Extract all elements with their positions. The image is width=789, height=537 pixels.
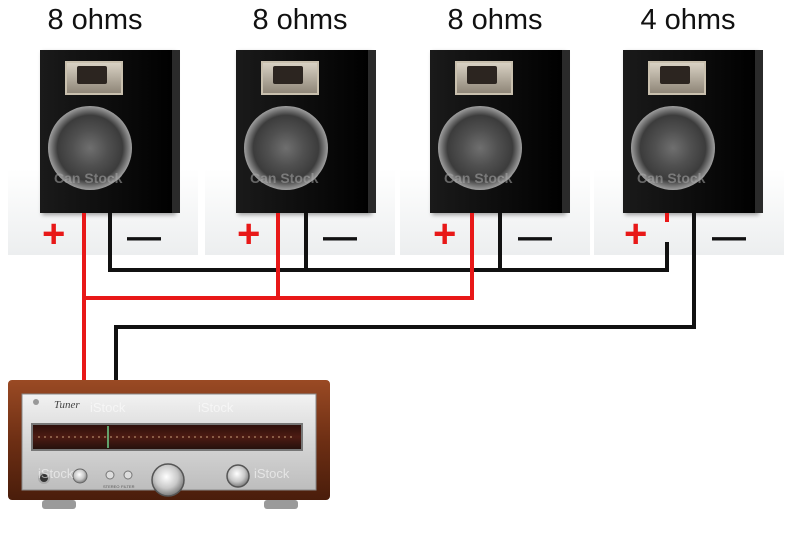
amp-watermark-3: iStock [38, 466, 74, 481]
speaker-4-impedance-label: 4 ohms [640, 4, 736, 36]
amp-tuning-dial [31, 423, 303, 451]
amp-foot-right [264, 500, 298, 509]
speaker-2-watermark: Can Stock [250, 170, 319, 186]
amp-watermark-1: iStock [90, 400, 126, 415]
speaker-4-woofer [631, 106, 715, 190]
amp-foot-left [42, 500, 76, 509]
speaker-4-plus-terminal: + [624, 212, 648, 256]
amp-filter-label: FILTER [121, 484, 135, 489]
speaker-2-woofer [244, 106, 328, 190]
speaker-4-cabinet: Can Stock [623, 50, 757, 213]
speaker-4-side [755, 50, 763, 213]
speaker-3-minus-terminal: — [518, 218, 552, 256]
speaker-2-tweeter-throat [273, 66, 303, 84]
amp-headphone-jack [38, 472, 50, 484]
speaker-1-watermark: Can Stock [54, 170, 123, 186]
speaker-1-tweeter-throat [77, 66, 107, 84]
speaker-3-watermark: Can Stock [444, 170, 513, 186]
speaker-1-woofer [48, 106, 132, 190]
amp-filter-button [123, 470, 133, 480]
speaker-3-tweeter-throat [467, 66, 497, 84]
speaker-4-watermark: Can Stock [637, 170, 706, 186]
speaker-4-tweeter-throat [660, 66, 690, 84]
speaker-1-side [172, 50, 180, 213]
speaker-3-side [562, 50, 570, 213]
speaker-3-cabinet: Can Stock [430, 50, 564, 213]
speaker-2-impedance-label: 8 ohms [252, 4, 348, 36]
speaker-2-plus-terminal: + [237, 212, 261, 256]
amp-stereo-label: STEREO [103, 484, 119, 489]
speaker-2-minus-terminal: — [323, 218, 357, 256]
amp-watermark-4: iStock [254, 466, 290, 481]
negative-amp-wire [114, 213, 696, 384]
amp-volume-knob [226, 464, 250, 488]
amp-brand-text: Tuner [54, 399, 80, 411]
speaker-3-impedance-label: 8 ohms [447, 4, 543, 36]
speaker-1-minus-terminal: — [127, 218, 161, 256]
speaker-3-woofer [438, 106, 522, 190]
speaker-1-cabinet: Can Stock [40, 50, 174, 213]
speaker-2-side [368, 50, 376, 213]
speaker-4-minus-terminal: — [712, 218, 746, 256]
speaker-3-plus-terminal: + [433, 212, 457, 256]
speaker-1-impedance-label: 8 ohms [47, 4, 143, 36]
speaker-1-plus-terminal: + [42, 212, 66, 256]
amp-small-knob [72, 468, 88, 484]
speaker-2-cabinet: Can Stock [236, 50, 370, 213]
amp-tuning-knob [151, 463, 185, 497]
amp-power-led [33, 399, 39, 405]
amp-watermark-2: iStock [198, 400, 234, 415]
negative-link-wire [108, 213, 669, 272]
amp-stereo-button [105, 470, 115, 480]
amplifier: Tuner iStock iStock iStock iStock STEREO… [8, 380, 330, 509]
